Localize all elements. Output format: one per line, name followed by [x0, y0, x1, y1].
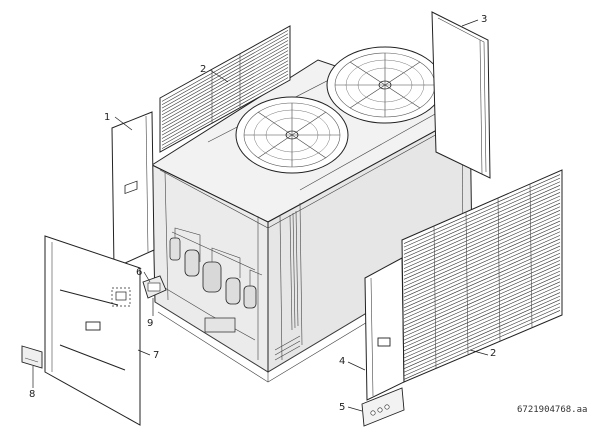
- louvre-slat: [403, 303, 561, 373]
- callout-7: 7: [153, 350, 159, 361]
- callout-2-upper: 2: [200, 64, 206, 75]
- louvre-slat: [161, 36, 289, 109]
- louvre-slat: [161, 33, 289, 106]
- front-grille-panel: [401, 169, 563, 383]
- louvre-slat: [403, 235, 561, 305]
- callout-6: 6: [136, 267, 142, 278]
- louvre-slat: [161, 63, 289, 136]
- louvre-slat: [403, 252, 561, 323]
- louvre-slat: [403, 295, 561, 366]
- callout-4: 4: [339, 356, 345, 367]
- callout-2-lower: 2: [490, 348, 496, 359]
- louvre-slat: [161, 57, 289, 129]
- louvre-slat: [403, 181, 561, 251]
- louvre-slat: [403, 277, 561, 348]
- louvre-slat: [403, 227, 561, 298]
- callout-9: 9: [147, 318, 153, 329]
- callout-3: 3: [481, 14, 487, 25]
- rear-grille-panel: [159, 25, 291, 153]
- louvre-slat: [403, 220, 561, 291]
- louvre-slat: [403, 224, 561, 294]
- louvre-slat: [161, 60, 289, 133]
- louvre-slat: [403, 274, 561, 344]
- louvre-slat: [403, 245, 561, 316]
- louvre-slat: [161, 50, 289, 122]
- louvre-slat: [403, 310, 561, 380]
- louvre-slat: [161, 70, 289, 143]
- louvre-slat: [403, 174, 561, 244]
- louvre-slat: [161, 46, 289, 119]
- louvre-slat: [161, 40, 289, 112]
- louvre-slat: [403, 213, 561, 284]
- louvre-slat: [403, 281, 561, 352]
- louvre-slat: [161, 77, 289, 149]
- service-panel: [364, 257, 405, 401]
- louvre-slat: [403, 306, 561, 377]
- left-side-panel: [111, 111, 155, 269]
- louvre-slat: [403, 202, 561, 273]
- louvre-slat: [403, 242, 561, 312]
- louvre-slat: [403, 217, 561, 287]
- louvre-slat: [403, 199, 561, 269]
- callout-5: 5: [339, 402, 345, 413]
- louvre-slat: [403, 288, 561, 359]
- louvre-slat: [403, 267, 561, 337]
- control-panel-strip: [361, 387, 405, 427]
- fan-2: [326, 46, 444, 124]
- louvre-slat: [403, 210, 561, 280]
- right-side-panel: [431, 11, 491, 179]
- front-access-panel: [44, 235, 141, 426]
- callout-1: 1: [104, 112, 110, 123]
- louvre-slat: [403, 188, 561, 259]
- louvre-slat: [403, 249, 561, 319]
- louvre-slat: [161, 53, 289, 126]
- louvre-slat: [403, 231, 561, 302]
- controller-module: [142, 275, 167, 316]
- louvre-slat: [161, 67, 289, 139]
- leader-lines: [32, 19, 489, 412]
- louvre-slat: [403, 192, 561, 262]
- compressors: [159, 227, 263, 341]
- louvre-slat: [403, 238, 561, 309]
- callout-labels: 1 2 2 3 4 5 6 7 8 9: [29, 14, 496, 413]
- louvre-slat: [403, 177, 561, 248]
- louvre-slat: [403, 285, 561, 355]
- louvre-slat: [161, 43, 289, 116]
- louvre-slat: [403, 185, 561, 255]
- louvre-slat: [403, 292, 561, 362]
- louvre-slat: [403, 270, 561, 341]
- louvre-slat: [403, 195, 561, 266]
- louvre-slat: [403, 299, 561, 369]
- louvre-slat: [403, 263, 561, 334]
- louvre-slat: [403, 206, 561, 277]
- remote-display: [21, 345, 43, 369]
- callout-8: 8: [29, 389, 35, 400]
- document-number: 6721904768.aa: [517, 405, 587, 415]
- unit-body: [150, 46, 473, 383]
- louvre-slat: [403, 260, 561, 330]
- louvre-slat: [161, 73, 289, 146]
- louvre-slat: [403, 256, 561, 327]
- louvre-slat: [161, 30, 289, 102]
- base-grille: [274, 335, 301, 361]
- fan-1: [235, 96, 349, 174]
- condenser-coil: [289, 210, 299, 331]
